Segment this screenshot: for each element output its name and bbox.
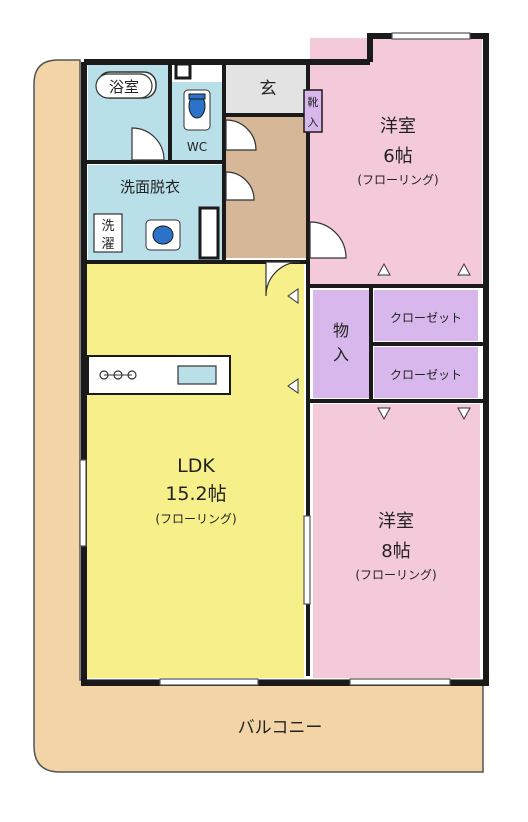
bedroom2-name: 洋室 — [378, 511, 414, 532]
windows — [79, 32, 471, 686]
bath-label-group: 浴室 — [95, 73, 153, 99]
closet1-label: クローゼット — [390, 311, 462, 325]
wc-label: WC — [187, 140, 207, 154]
bedroom2-floor: (フローリング) — [355, 568, 436, 582]
ldk-floor: (フローリング) — [155, 512, 236, 526]
walls — [81, 33, 489, 686]
laundry-label-1: 洗 — [101, 219, 114, 234]
kitchen-sink-icon — [177, 365, 217, 385]
shoe-closet-label-2: 入 — [308, 116, 319, 129]
storage-label-2: 入 — [333, 345, 349, 364]
bedroom1-name: 洋室 — [380, 116, 416, 137]
toilet-icon — [183, 89, 211, 131]
ldk-area — [86, 262, 304, 678]
ldk-size: 15.2帖 — [165, 483, 226, 505]
balcony-label: バルコニー — [238, 718, 323, 738]
laundry-label-2: 濯 — [101, 237, 114, 252]
shoe-closet-box — [303, 89, 323, 133]
pipe-shaft — [174, 62, 192, 80]
genkan-label: 玄 — [260, 79, 277, 99]
kitchen-counter — [87, 355, 231, 395]
shoe-closet-label-1: 靴 — [308, 95, 319, 109]
sink-icon — [145, 219, 181, 251]
closet1-area — [374, 290, 478, 341]
closet2-area — [374, 347, 478, 398]
storage-area — [313, 290, 369, 398]
storage-label-1: 物 — [333, 321, 349, 340]
bath-label: 浴室 — [109, 78, 139, 96]
bedroom2-area — [313, 404, 480, 678]
bedroom1-size: 6帖 — [383, 146, 412, 167]
bedroom1-floor: (フローリング) — [357, 173, 438, 187]
column — [198, 206, 220, 260]
washroom-label: 洗面脱衣 — [120, 178, 180, 196]
bedroom2-size: 8帖 — [381, 541, 410, 562]
ldk-name: LDK — [177, 455, 215, 477]
balcony-area — [33, 59, 484, 773]
laundry-box — [93, 213, 123, 253]
doors — [131, 119, 347, 297]
closet-markers — [287, 262, 471, 421]
closet2-label: クローゼット — [390, 368, 462, 382]
